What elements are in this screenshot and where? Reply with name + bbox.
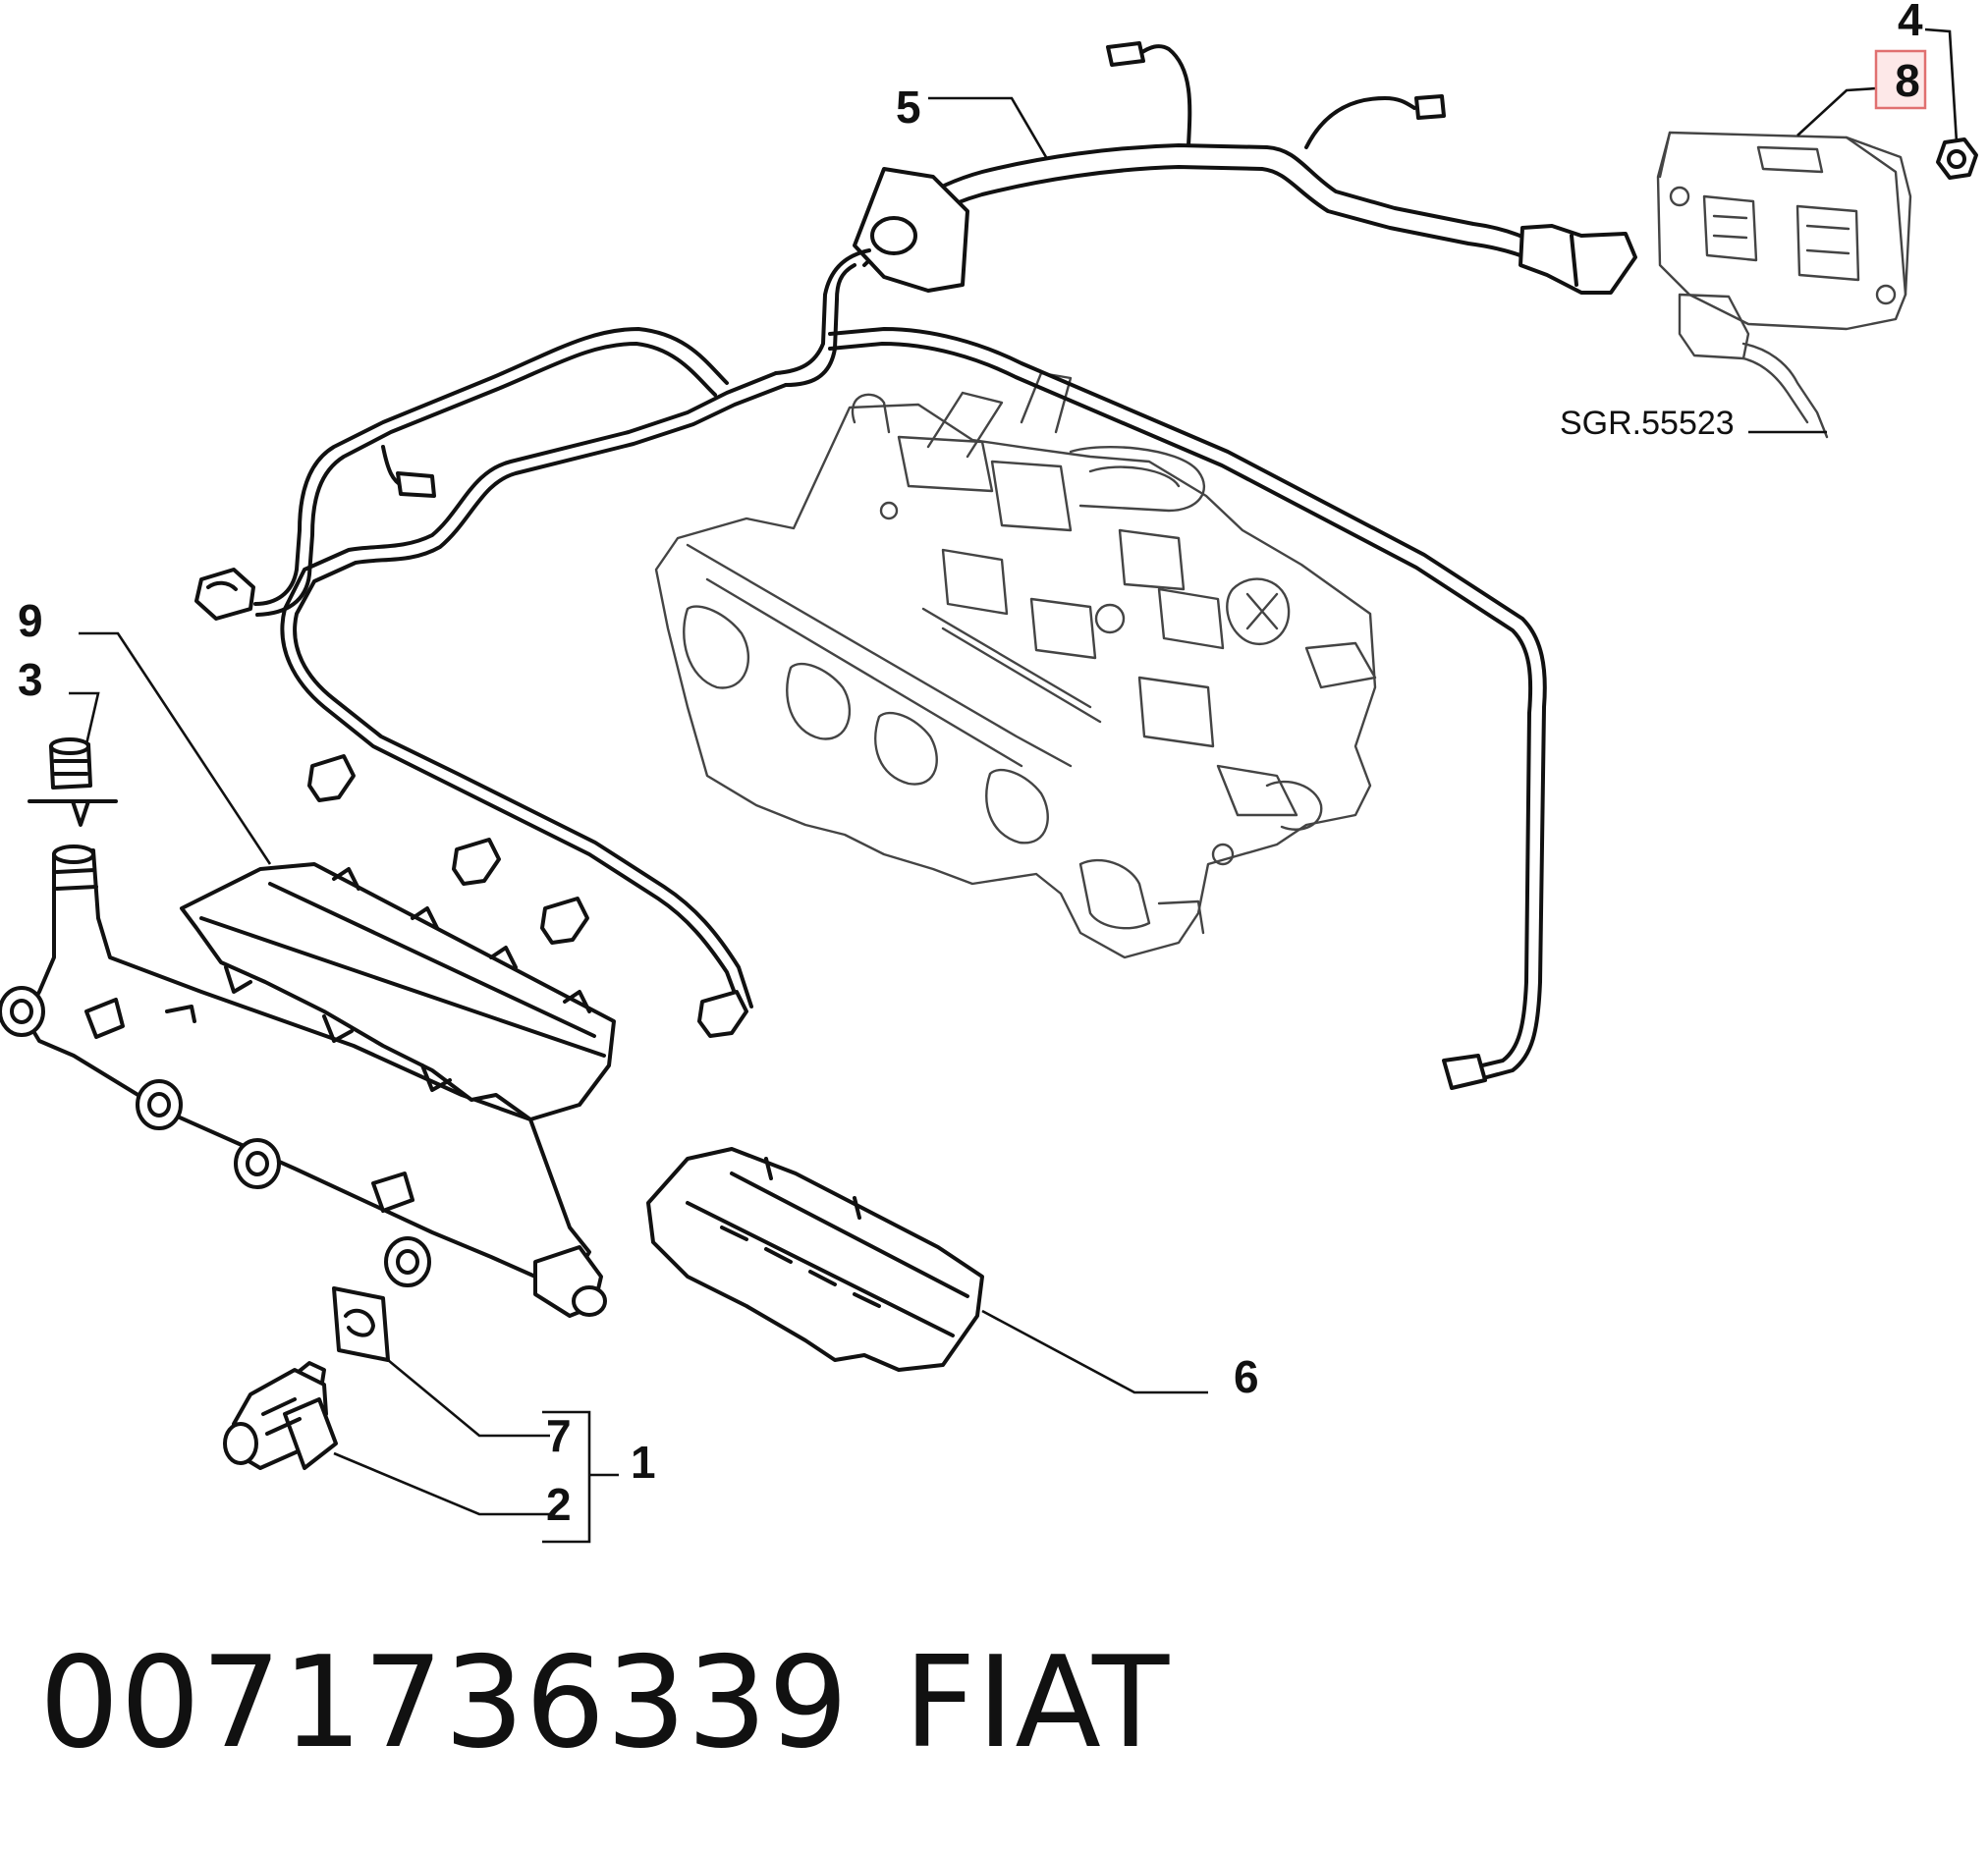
reference-code: SGR.55523 [1560, 405, 1735, 442]
injector-cover-right [646, 1147, 1208, 1394]
callout-labels: 5 4 8 9 3 6 7 1 2 [18, 0, 1923, 1530]
brand-name: FIAT [904, 1630, 1170, 1776]
injector-cover-left [79, 631, 616, 1121]
wiring-harness [194, 41, 1637, 1090]
callout-2: 2 [546, 1479, 572, 1530]
injector [223, 1361, 550, 1516]
nut [1924, 27, 1978, 180]
part-number: 0071736339 [39, 1630, 849, 1776]
cap [28, 691, 118, 827]
ecu-module [1656, 49, 1927, 439]
reference-group: SGR.55523 [1560, 405, 1827, 442]
callout-3: 3 [18, 654, 43, 705]
callout-7: 7 [546, 1410, 572, 1461]
clip [332, 1286, 550, 1438]
callout-4: 4 [1898, 0, 1923, 45]
callout-8: 8 [1895, 55, 1920, 106]
callout-6: 6 [1234, 1351, 1259, 1402]
group-bracket [542, 1410, 619, 1544]
callout-5: 5 [896, 82, 921, 133]
fuel-rail [0, 845, 607, 1318]
intake-manifold [654, 371, 1377, 959]
callout-9: 9 [18, 595, 43, 646]
callout-8-highlight [1874, 49, 1927, 110]
callout-1: 1 [631, 1437, 656, 1488]
